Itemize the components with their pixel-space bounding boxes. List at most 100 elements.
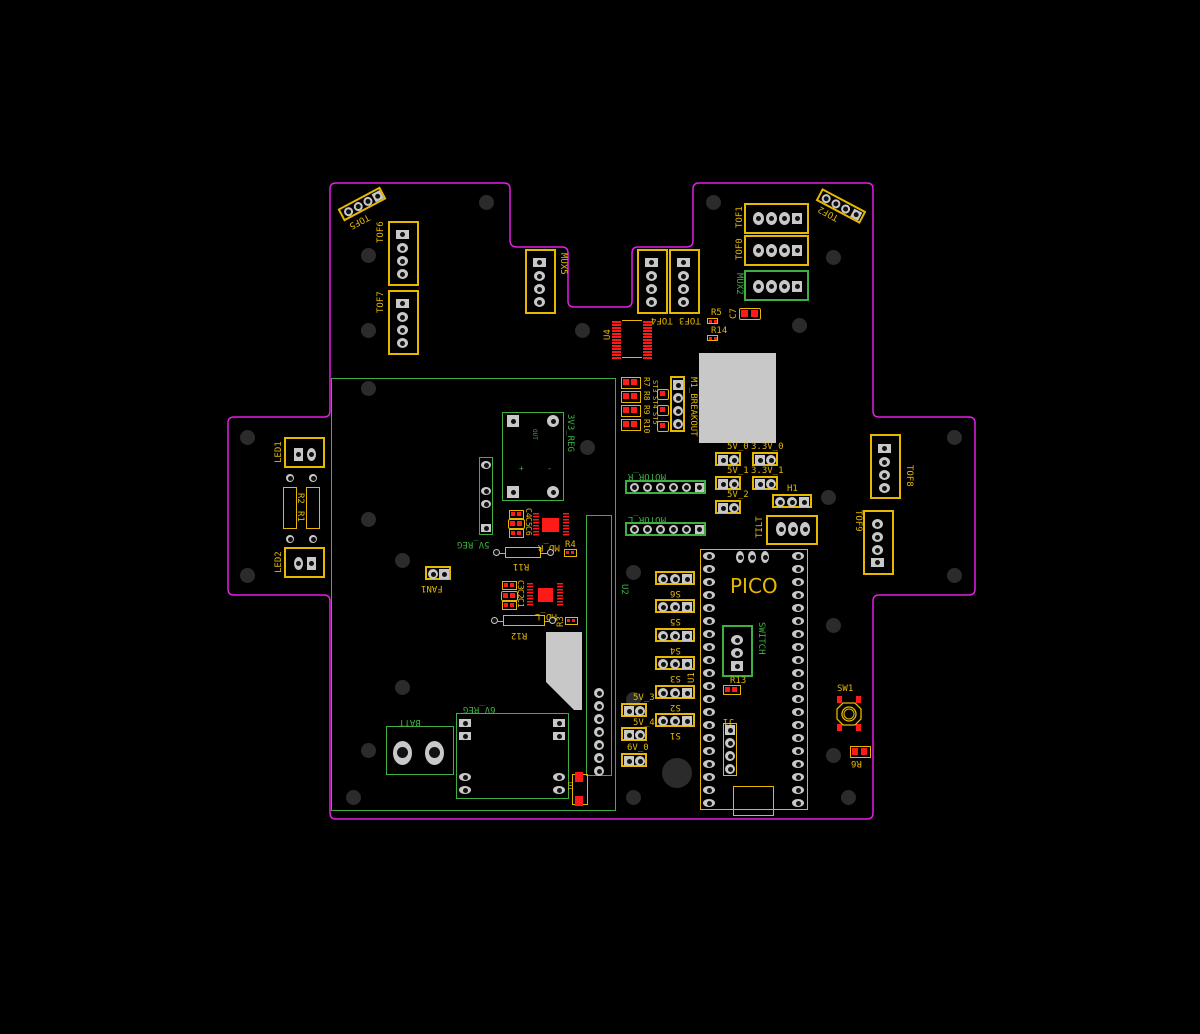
s5-label: S5	[670, 616, 681, 626]
r10-resistor[interactable]	[621, 419, 641, 431]
tof0-connector[interactable]	[744, 235, 809, 266]
r1-label: R1	[295, 511, 305, 522]
r5-resistor[interactable]	[707, 318, 718, 324]
m1-breakout-header[interactable]	[670, 376, 685, 432]
motor-l-header[interactable]	[625, 522, 706, 536]
u4-ic[interactable]	[612, 318, 654, 360]
3v3-0-jumper[interactable]	[752, 452, 778, 466]
5v-3-jumper[interactable]	[621, 703, 647, 717]
st5-jumper[interactable]	[657, 421, 669, 432]
c7-capacitor[interactable]	[739, 308, 761, 320]
motor-r-label: MOTOR_R	[628, 471, 666, 481]
switch-connector[interactable]	[722, 625, 753, 677]
5v-1-jumper[interactable]	[715, 476, 741, 490]
r1-resistor[interactable]	[283, 474, 299, 543]
batt-terminal[interactable]	[386, 726, 454, 775]
r7-resistor[interactable]	[621, 377, 641, 389]
r6-label: R6	[851, 758, 862, 768]
r9-resistor[interactable]	[621, 405, 641, 417]
mux2-connector[interactable]	[744, 270, 809, 301]
motor-r-header[interactable]	[625, 480, 706, 494]
r13-label: R13	[730, 676, 747, 686]
s1-header[interactable]	[655, 713, 695, 727]
r14-resistor[interactable]	[707, 335, 718, 341]
c6-capacitor[interactable]	[509, 529, 524, 538]
r7-label: R7	[642, 377, 651, 387]
c4-capacitor[interactable]	[509, 510, 524, 519]
mounting-hole	[662, 758, 692, 788]
tof9-label: TOF9	[853, 510, 863, 532]
6v-0-jumper[interactable]	[621, 753, 647, 767]
5v-0-jumper[interactable]	[715, 452, 741, 466]
usb-connector-outline	[733, 786, 774, 816]
led2-connector[interactable]	[284, 547, 325, 578]
sw1-button[interactable]	[836, 696, 862, 732]
mux5-label: MUX5	[558, 253, 568, 275]
tof3-connector[interactable]	[669, 249, 700, 314]
r2-label: R2	[295, 493, 305, 504]
fan1-connector[interactable]	[425, 566, 451, 580]
mounting-hole	[575, 323, 590, 338]
s5-header[interactable]	[655, 599, 695, 613]
r3-resistor[interactable]	[565, 617, 578, 625]
mux5-connector[interactable]	[525, 249, 556, 314]
st3-jumper[interactable]	[657, 389, 669, 400]
5v-3-label: 5V_3	[633, 693, 655, 703]
5v-1-label: 5V_1	[727, 466, 749, 476]
tof4-connector[interactable]	[637, 249, 668, 314]
s3-header[interactable]	[655, 656, 695, 670]
mounting-hole	[361, 323, 376, 338]
tof8-connector[interactable]	[870, 434, 901, 499]
md-l-driver[interactable]	[527, 582, 563, 608]
j1-header[interactable]	[723, 723, 737, 776]
mounting-hole	[361, 512, 376, 527]
pico-pins-right	[792, 552, 806, 807]
pico-debug-pins	[736, 551, 776, 565]
r11-resistor[interactable]	[493, 547, 559, 559]
c3-capacitor[interactable]	[502, 581, 517, 590]
c2-capacitor[interactable]	[501, 591, 518, 601]
md-r-driver[interactable]	[533, 512, 569, 538]
h1-header[interactable]	[772, 494, 812, 508]
tof1-connector[interactable]	[744, 203, 809, 234]
s6-label: S6	[670, 588, 681, 598]
tilt-connector[interactable]	[766, 515, 818, 545]
r4-resistor[interactable]	[564, 549, 577, 557]
tof7-connector[interactable]	[388, 290, 419, 355]
tof9-connector[interactable]	[863, 510, 894, 575]
mounting-hole	[821, 490, 836, 505]
r13-resistor[interactable]	[723, 685, 741, 695]
d1-diode[interactable]	[572, 772, 588, 806]
r5-label: R5	[711, 308, 722, 318]
u2-module[interactable]	[586, 515, 612, 776]
s4-header[interactable]	[655, 628, 695, 642]
mounting-hole	[792, 318, 807, 333]
st4-jumper[interactable]	[657, 405, 669, 416]
r6-resistor[interactable]	[850, 746, 871, 758]
5v-0-label: 5V_0	[727, 442, 749, 452]
led1-connector[interactable]	[284, 437, 325, 468]
mux2-label: MUX2	[734, 273, 744, 295]
3v3-1-label: 3.3V_1	[751, 466, 784, 476]
5v-4-jumper[interactable]	[621, 727, 647, 741]
r14-label: R14	[711, 326, 728, 336]
s2-header[interactable]	[655, 685, 695, 699]
h1-label: H1	[787, 484, 798, 494]
5v-4-label: 5V_4	[633, 718, 655, 728]
pico-board[interactable]	[700, 549, 808, 810]
tof8-label: TOF8	[904, 465, 914, 487]
r12-resistor[interactable]	[491, 615, 557, 627]
6v-reg-module[interactable]	[456, 713, 569, 799]
5v-2-jumper[interactable]	[715, 500, 741, 514]
r8-resistor[interactable]	[621, 391, 641, 403]
r2-resistor[interactable]	[306, 474, 322, 543]
s6-header[interactable]	[655, 571, 695, 585]
5v-reg-header[interactable]	[479, 457, 493, 535]
tof6-connector[interactable]	[388, 221, 419, 286]
3v3-reg-module[interactable]: OUT + -	[502, 412, 564, 501]
m1-breakout-label: M1_BREAKOUT	[688, 377, 698, 437]
3v3-1-jumper[interactable]	[752, 476, 778, 490]
reg-minus-label: -	[547, 464, 552, 473]
c5-capacitor[interactable]	[508, 519, 525, 529]
c1-capacitor[interactable]	[502, 601, 517, 610]
